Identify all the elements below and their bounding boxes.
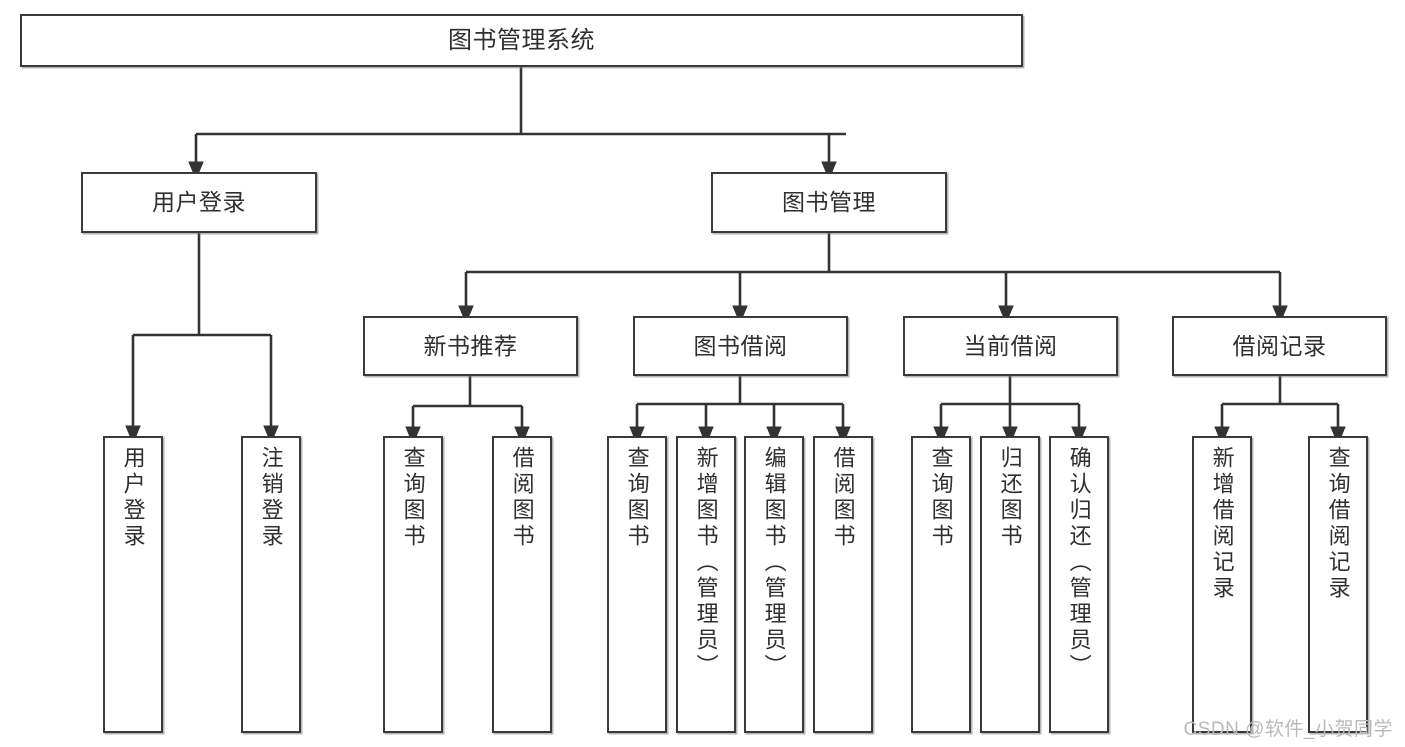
node-leaf-borrow-book[interactable]: 借阅图书 bbox=[813, 436, 873, 733]
node-label: 查询图书 bbox=[624, 446, 650, 550]
node-root-system[interactable]: 图书管理系统 bbox=[20, 14, 1023, 67]
node-label: 查询借阅记录 bbox=[1325, 446, 1351, 602]
node-current-borrow[interactable]: 当前借阅 bbox=[903, 316, 1118, 376]
node-label: 图书借阅 bbox=[693, 332, 788, 359]
node-label: 新增图书（管理员） bbox=[693, 446, 719, 680]
node-label: 借阅图书 bbox=[509, 446, 535, 550]
node-book-manage[interactable]: 图书管理 bbox=[711, 172, 947, 233]
node-leaf-add-borrow-record[interactable]: 新增借阅记录 bbox=[1192, 436, 1252, 733]
node-label: 确认归还（管理员） bbox=[1066, 446, 1092, 680]
node-label: 用户登录 bbox=[152, 189, 246, 216]
node-leaf-query-book-current[interactable]: 查询图书 bbox=[911, 436, 971, 733]
node-label: 新书推荐 bbox=[423, 332, 518, 359]
node-leaf-query-book-borrow[interactable]: 查询图书 bbox=[607, 436, 667, 733]
node-user-login[interactable]: 用户登录 bbox=[81, 172, 317, 233]
node-leaf-confirm-return[interactable]: 确认归还（管理员） bbox=[1049, 436, 1109, 733]
node-label: 借阅图书 bbox=[830, 446, 856, 550]
node-label: 查询图书 bbox=[400, 446, 426, 550]
node-label: 当前借阅 bbox=[963, 332, 1058, 359]
node-borrow-record[interactable]: 借阅记录 bbox=[1172, 316, 1387, 376]
node-book-borrow[interactable]: 图书借阅 bbox=[633, 316, 848, 376]
node-leaf-query-book-recommend[interactable]: 查询图书 bbox=[383, 436, 443, 733]
node-label: 用户登录 bbox=[120, 446, 146, 550]
csdn-watermark: CSDN @软件_小贺同学 bbox=[1183, 719, 1393, 740]
node-new-book-recommend[interactable]: 新书推荐 bbox=[363, 316, 578, 376]
node-label: 新增借阅记录 bbox=[1209, 446, 1235, 602]
node-label: 图书管理 bbox=[782, 189, 876, 216]
node-leaf-user-login[interactable]: 用户登录 bbox=[103, 436, 163, 733]
node-leaf-logout[interactable]: 注销登录 bbox=[241, 436, 301, 733]
node-leaf-borrow-book-recommend[interactable]: 借阅图书 bbox=[492, 436, 552, 733]
node-label: 归还图书 bbox=[997, 446, 1023, 550]
node-leaf-query-borrow-record[interactable]: 查询借阅记录 bbox=[1308, 436, 1368, 733]
node-label: 查询图书 bbox=[928, 446, 954, 550]
node-label: 图书管理系统 bbox=[448, 26, 595, 54]
node-leaf-return-book[interactable]: 归还图书 bbox=[980, 436, 1040, 733]
node-leaf-add-book[interactable]: 新增图书（管理员） bbox=[676, 436, 736, 733]
node-label: 借阅记录 bbox=[1232, 332, 1327, 359]
node-label: 编辑图书（管理员） bbox=[761, 446, 787, 680]
node-leaf-edit-book[interactable]: 编辑图书（管理员） bbox=[744, 436, 804, 733]
node-label: 注销登录 bbox=[258, 446, 284, 550]
